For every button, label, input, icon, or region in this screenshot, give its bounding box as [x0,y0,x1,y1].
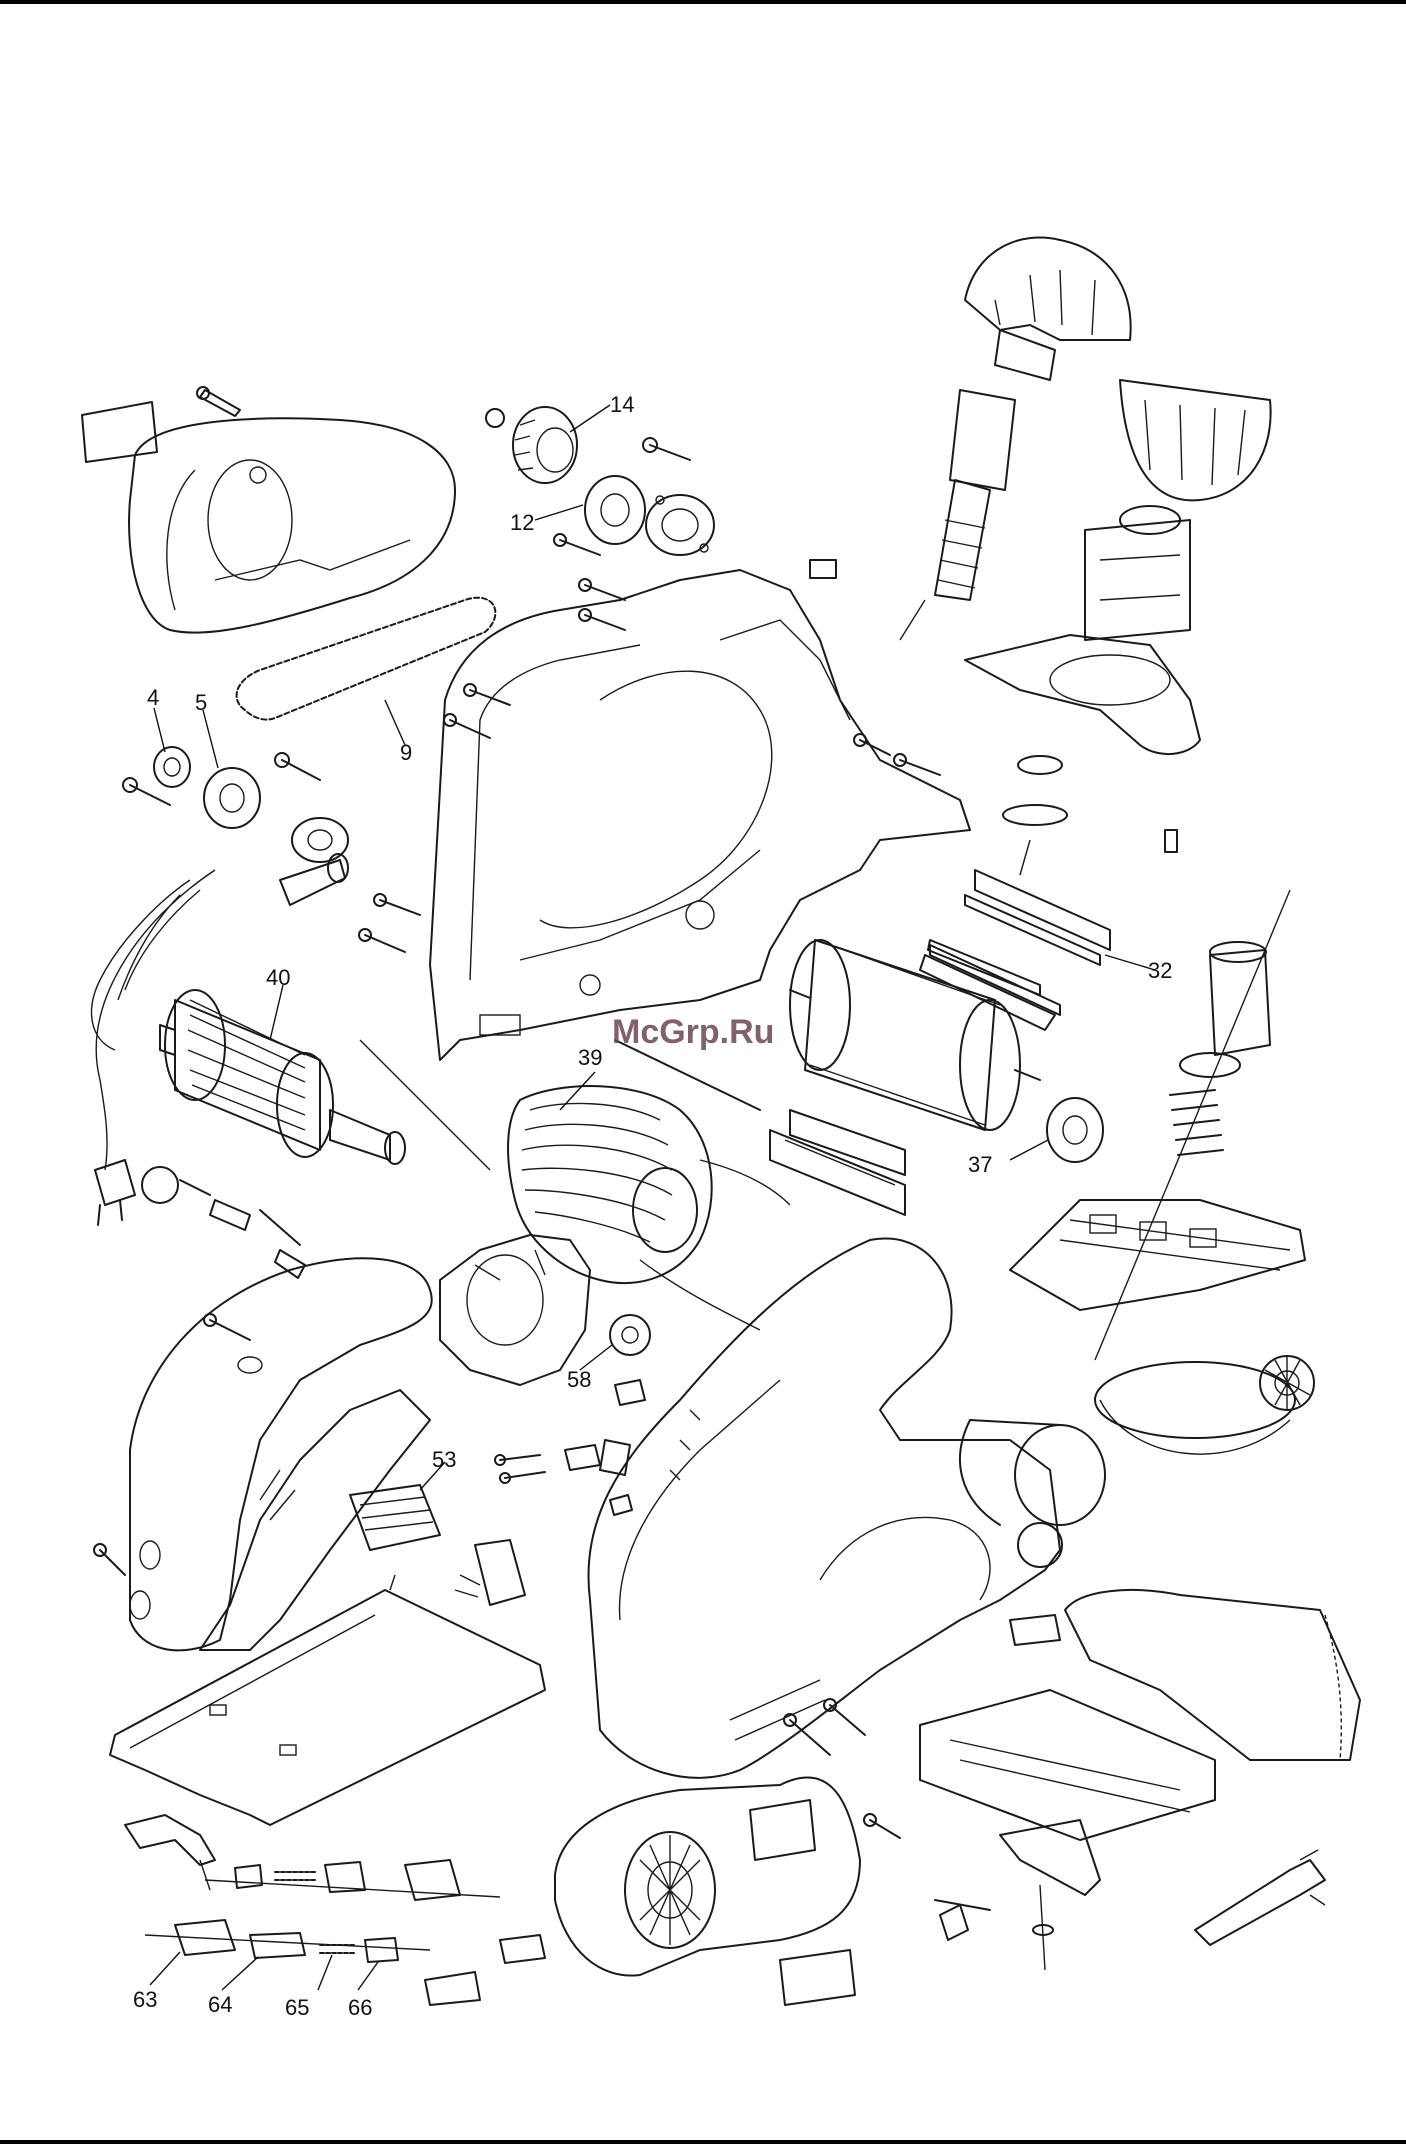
part-label-14: 14 [610,392,634,417]
cooling-fan [1260,1356,1314,1410]
part-number-labels: 14 12 4 5 9 40 39 32 37 58 53 63 64 65 6… [133,392,1172,2020]
part-label-9: 9 [400,740,412,765]
armature-40 [160,990,490,1170]
bearing-5 [204,768,260,828]
part-label-4: 4 [147,685,159,710]
part-label-40: 40 [266,965,290,990]
nut-4 [154,747,190,787]
drive-belt-9 [237,598,496,720]
motor-end-cap [1095,1362,1295,1454]
small-spring-right [1165,830,1177,852]
part-label-39: 39 [578,1045,602,1070]
part-label-66: 66 [348,1995,372,2020]
pulley-14 [486,407,577,483]
watermark-text: McGrp.Ru [612,1013,774,1051]
part-label-58: 58 [567,1367,591,1392]
carbon-brushes [425,1935,545,2005]
cutter-drum [790,940,1040,1130]
part-label-65: 65 [285,1995,309,2020]
bearing-58 [610,1315,650,1355]
brush-holder-bracket [125,1815,215,1890]
small-connectors [495,1380,645,1515]
label-plate-bottom [780,1950,855,2005]
knob-cap-right [1120,380,1271,500]
brush-holder-plate [440,1235,590,1385]
part-label-5: 5 [195,690,207,715]
screws-left-cover [94,1314,250,1575]
depth-knob [965,238,1131,381]
screw-top-left [197,387,240,416]
blades-32 [920,870,1110,1030]
depth-scale-plate [965,635,1200,754]
screws-bottom [784,1699,990,1940]
part-label-12: 12 [510,510,534,535]
bearing-37 [1047,1098,1103,1162]
part-label-53: 53 [432,1447,456,1472]
blade-holder-lower [770,1110,905,1215]
field-coil-39 [508,1086,790,1330]
part-label-64: 64 [208,1992,232,2017]
bearing-plate [646,495,714,555]
brush-parts-left [142,1167,305,1278]
threaded-shaft [900,390,1015,640]
part-label-37: 37 [968,1152,992,1177]
chip-tray [920,1615,1215,1840]
wrench [1195,1850,1325,1945]
label-plate-topleft [82,402,157,462]
bracket-lower [1000,1820,1100,1970]
small-screws-left [123,753,348,862]
part-label-63: 63 [133,1987,157,2012]
depth-adjust-body [1085,506,1190,640]
main-housing-upper [430,570,970,1060]
small-rings [1003,756,1067,875]
part-label-32: 32 [1148,958,1172,983]
power-cord [92,870,215,1225]
capacitor [455,1540,525,1605]
switch-53 [350,1485,440,1550]
housing-screws [359,684,940,952]
belt-cover [129,418,455,632]
bearing-12 [585,476,645,544]
brush-assembly-lower [145,1920,430,1962]
dust-bag [1065,1590,1360,1760]
brush-assembly-upper [205,1860,500,1900]
base-plate-right [1010,1200,1305,1310]
front-cover [555,1777,860,1975]
shoe-plate [110,1575,545,1825]
